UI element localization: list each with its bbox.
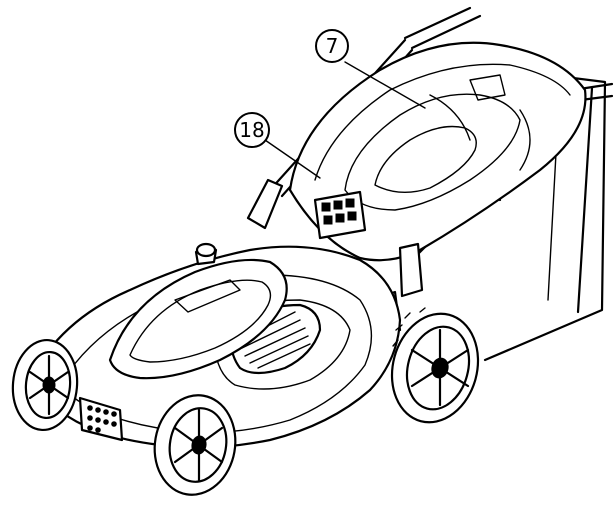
callout-7-label: 7 (326, 34, 339, 58)
callout-7: 7 (315, 29, 349, 63)
callout-18-label: 18 (239, 118, 264, 142)
callout-18: 18 (234, 112, 270, 148)
front-grille (78, 396, 124, 442)
rear-right-wheel (390, 307, 480, 424)
rear-cover (288, 41, 587, 262)
front-left-wheel (11, 338, 79, 432)
control-panel (313, 190, 367, 240)
front-right-wheel (153, 394, 237, 496)
leader-line-7 (344, 61, 426, 109)
battery-cover (108, 242, 288, 380)
leader-line-18 (264, 139, 321, 179)
